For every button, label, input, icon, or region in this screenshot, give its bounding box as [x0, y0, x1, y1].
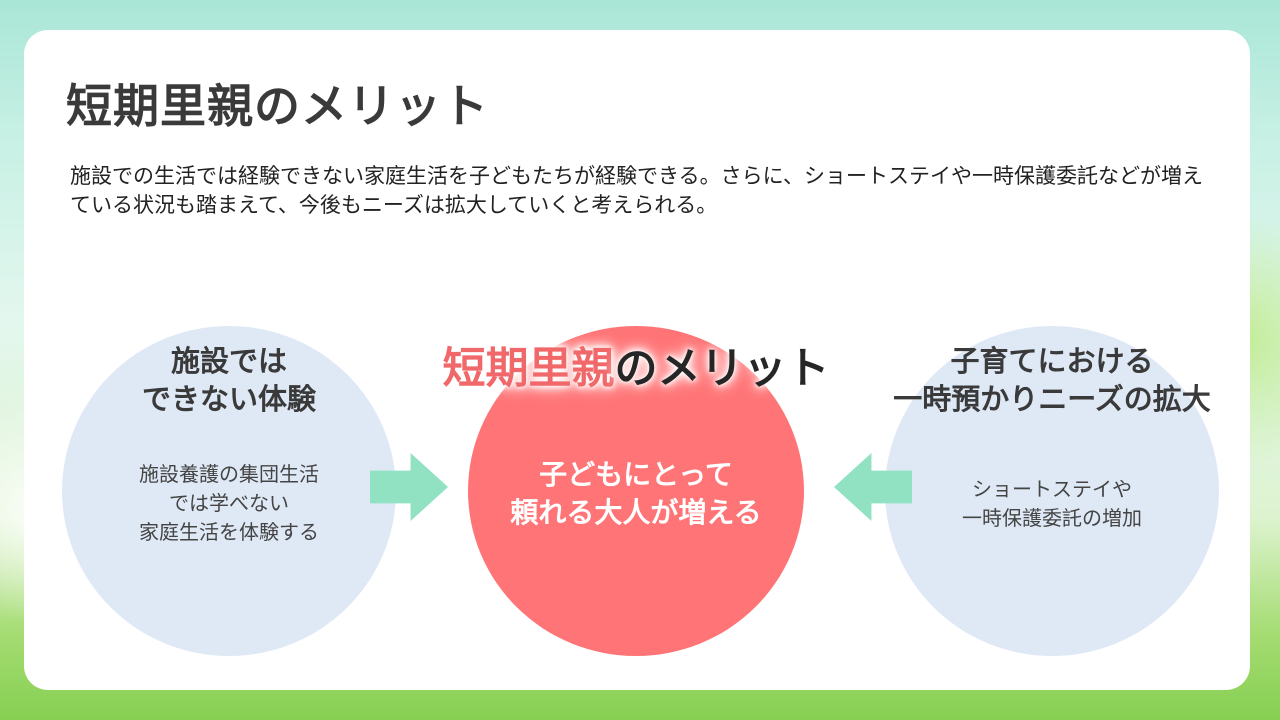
center-circle-body: 子どもにとって 頼れる大人が増える — [510, 458, 762, 529]
left-circle — [62, 326, 396, 656]
page-title: 短期里親のメリット — [66, 79, 489, 133]
center-circle — [468, 326, 804, 656]
right-circle-heading: 子育てにおける 一時預かりニーズの拡大 — [893, 344, 1211, 416]
right-circle — [885, 326, 1219, 656]
center-title-accent: 短期里親 — [442, 344, 615, 394]
content-card: 短期里親のメリット 施設での生活では経験できない家庭生活を子どもたちが経験できる… — [24, 30, 1250, 690]
center-title: 短期里親のメリット — [404, 342, 868, 396]
center-title-rest: のメリット — [614, 344, 830, 394]
left-circle-heading: 施設では できない体験 — [141, 344, 316, 416]
right-circle-body: ショートステイや 一時保護委託の増加 — [962, 477, 1142, 530]
description-text: 施設での生活では経験できない家庭生活を子どもたちが経験できる。さらに、ショートス… — [70, 164, 1203, 217]
left-circle-body: 施設養護の集団生活 では学べない 家庭生活を体験する — [139, 462, 319, 544]
